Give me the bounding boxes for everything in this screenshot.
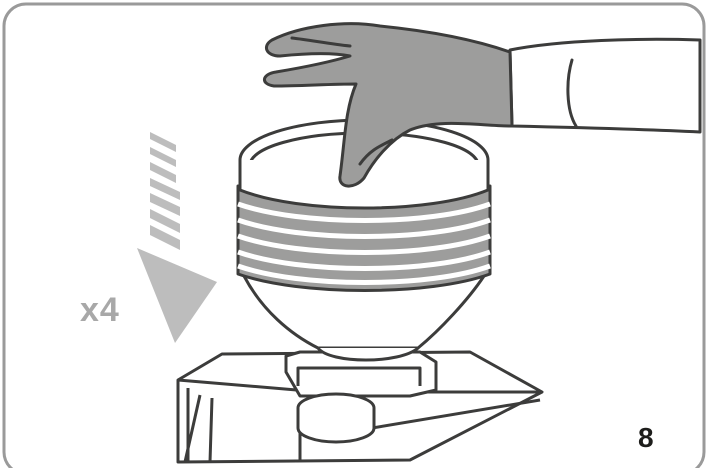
repeat-count-label: x4 — [80, 293, 120, 327]
step-number: 8 — [638, 424, 654, 452]
